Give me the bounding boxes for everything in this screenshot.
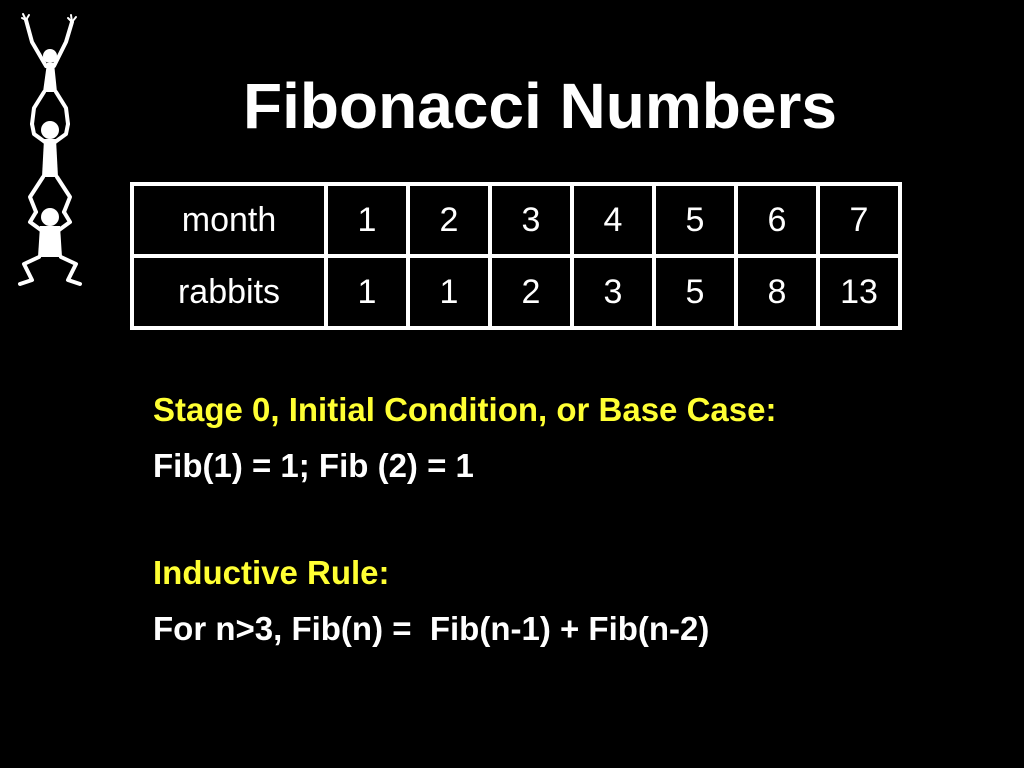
table-cell: 13 <box>816 254 902 330</box>
table-cell: 4 <box>570 182 656 258</box>
table-cell: 3 <box>570 254 656 330</box>
table-cell: 1 <box>406 254 492 330</box>
table-cell: 1 <box>324 254 410 330</box>
fibonacci-table: month 1 2 3 4 5 6 7 rabbits 1 1 2 3 5 8 … <box>130 182 902 330</box>
table-cell: 7 <box>816 182 902 258</box>
table-cell: 1 <box>324 182 410 258</box>
inductive-rule-text: For n>3, Fib(n) = Fib(n-1) + Fib(n-2) <box>153 610 710 647</box>
table-row-rabbits: rabbits 1 1 2 3 5 8 13 <box>130 254 902 330</box>
base-case-heading: Stage 0, Initial Condition, or Base Case… <box>153 391 777 428</box>
table-cell: 8 <box>734 254 820 330</box>
table-cell: 2 <box>488 254 574 330</box>
table-cell: 6 <box>734 182 820 258</box>
slide-title: Fibonacci Numbers <box>243 70 837 142</box>
row-header-month: month <box>130 182 328 258</box>
table-row-month: month 1 2 3 4 5 6 7 <box>130 182 902 258</box>
base-case-text: Fib(1) = 1; Fib (2) = 1 <box>153 447 474 484</box>
table-cell: 3 <box>488 182 574 258</box>
table-cell: 5 <box>652 182 738 258</box>
inductive-rule-heading: Inductive Rule: <box>153 554 390 591</box>
row-header-rabbits: rabbits <box>130 254 328 330</box>
stacked-rabbits-icon <box>18 13 82 286</box>
table-cell: 2 <box>406 182 492 258</box>
table-cell: 5 <box>652 254 738 330</box>
